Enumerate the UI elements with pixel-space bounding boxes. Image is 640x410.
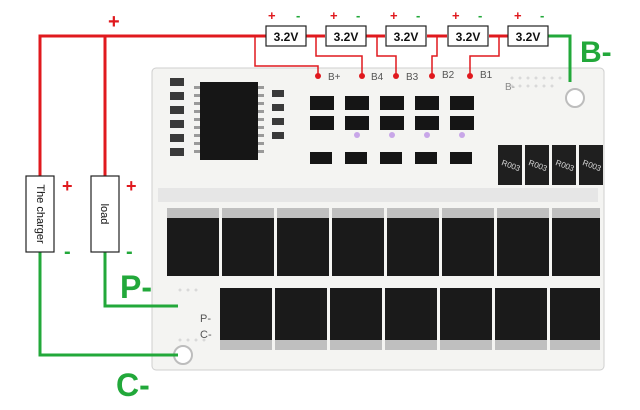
mounting-hole-top — [565, 88, 585, 108]
ic-pins — [194, 86, 264, 153]
cell-4-minus: - — [478, 8, 482, 23]
pin-b4: B4 — [371, 72, 384, 83]
pin-b2: B2 — [442, 70, 455, 81]
board-pin-c: C- — [200, 329, 212, 341]
control-ic — [200, 82, 258, 160]
cell-3-plus: + — [390, 8, 398, 23]
battery-cell-3: 3.2V + - — [385, 8, 427, 47]
charger-minus: - — [64, 241, 71, 263]
cell-2-minus: - — [356, 8, 360, 23]
board-pin-p: P- — [200, 313, 211, 325]
balance-resistors — [310, 96, 474, 130]
balance-leds — [354, 132, 465, 138]
battery-cell-5: 3.2V + - — [507, 8, 549, 47]
passive-components-left — [170, 78, 284, 156]
pin-b3: B3 — [406, 72, 419, 83]
pin-b-plus: B+ — [328, 72, 341, 83]
battery-cell-2: 3.2V + - — [325, 8, 367, 47]
pin-b1: B1 — [480, 70, 493, 81]
charger-label: The charger — [34, 184, 46, 244]
cell-3-voltage: 3.2V — [394, 30, 419, 44]
negative-wiring — [38, 34, 572, 357]
load-label: load — [98, 204, 110, 225]
charger-box: The charger + - — [25, 175, 73, 263]
cell-3-minus: - — [416, 8, 420, 23]
load-plus: + — [126, 176, 137, 196]
charger-plus: + — [62, 176, 73, 196]
main-positive-sign: + — [108, 11, 120, 33]
pcb-vias — [178, 76, 562, 342]
shunt-resistors: R003 R003 R003 R003 — [498, 145, 603, 185]
cell-2-plus: + — [330, 8, 338, 23]
cell-4-voltage: 3.2V — [456, 30, 481, 44]
c-minus-label: C- — [116, 367, 150, 403]
load-minus: - — [126, 241, 133, 263]
b-minus-label: B- — [580, 36, 612, 69]
cell-5-plus: + — [514, 8, 522, 23]
pcb-board: R003 R003 R003 R003 P- — [151, 67, 605, 371]
balance-pin-labels: B+ B4 B3 B2 B1 — [328, 70, 493, 83]
cell-2-voltage: 3.2V — [334, 30, 359, 44]
cell-4-plus: + — [452, 8, 460, 23]
balance-transistors — [310, 152, 472, 164]
cell-1-minus: - — [296, 8, 300, 23]
load-box: load + - — [90, 175, 137, 263]
mosfet-row-bottom — [220, 288, 600, 350]
cell-1-voltage: 3.2V — [274, 30, 299, 44]
cell-1-plus: + — [268, 8, 276, 23]
solder-strip — [158, 188, 598, 202]
board-pin-b-minus: B- — [505, 82, 515, 93]
cell-5-minus: - — [540, 8, 544, 23]
battery-cell-4: 3.2V + - — [447, 8, 489, 47]
p-minus-label: P- — [120, 269, 152, 305]
positive-wiring — [38, 34, 508, 178]
cell-5-voltage: 3.2V — [516, 30, 541, 44]
mosfet-row-top — [167, 208, 600, 276]
balance-leads — [254, 36, 500, 76]
battery-cell-1: 3.2V + - — [265, 8, 307, 47]
